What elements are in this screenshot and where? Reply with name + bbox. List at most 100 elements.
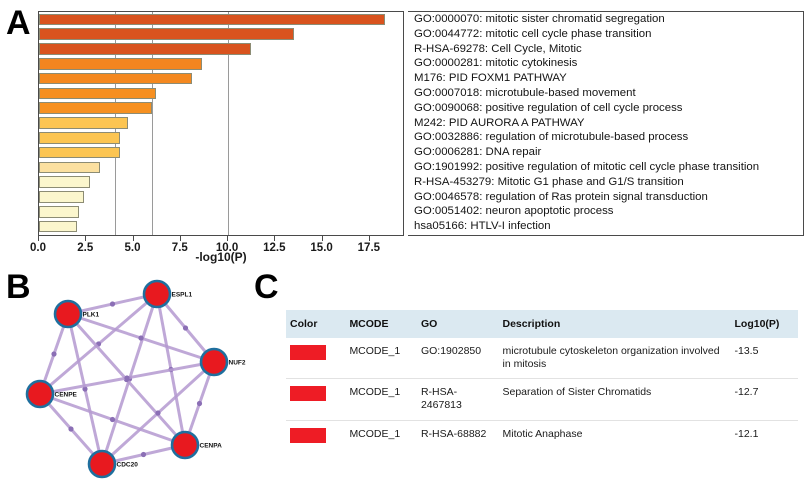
x-axis-tick-label: 2.5 bbox=[77, 242, 94, 254]
bar bbox=[39, 191, 85, 203]
edge-midpoint-marker bbox=[51, 351, 57, 357]
network-node-cenpe[interactable] bbox=[25, 379, 55, 409]
term-label: M242: PID AURORA A PATHWAY bbox=[414, 116, 585, 129]
x-axis-tick bbox=[274, 236, 276, 241]
bar-row bbox=[39, 71, 403, 86]
x-axis-tick bbox=[85, 236, 87, 241]
edge-midpoint-marker bbox=[182, 325, 189, 331]
cell-logp: -12.7 bbox=[730, 378, 798, 420]
edge-midpoint-marker bbox=[109, 416, 116, 423]
cell-color bbox=[286, 338, 345, 379]
bar bbox=[39, 43, 251, 55]
bar bbox=[39, 117, 128, 129]
edge-midpoint-marker bbox=[82, 386, 88, 392]
x-axis-tick bbox=[38, 236, 39, 241]
bar-row bbox=[39, 27, 403, 42]
edge-midpoint-marker bbox=[140, 451, 147, 458]
bar bbox=[39, 102, 153, 114]
cell-go: R-HSA-2467813 bbox=[416, 378, 499, 420]
x-axis-tick-label: 15.0 bbox=[310, 242, 333, 254]
network-edges bbox=[38, 292, 216, 466]
bar bbox=[39, 205, 79, 218]
cell-mcode: MCODE_1 bbox=[345, 419, 417, 450]
grid-line bbox=[152, 12, 154, 235]
network-node-espl1[interactable] bbox=[142, 279, 172, 309]
table-row: MCODE_1 GO:1902850 microtubule cytoskeleto… bbox=[286, 338, 798, 379]
column-header-go: GO bbox=[416, 310, 499, 338]
cell-go: GO:1902850 bbox=[420, 345, 482, 357]
x-axis-tick-label: 12.5 bbox=[263, 242, 286, 254]
mcode-color-swatch bbox=[290, 345, 326, 360]
column-header-logp: Log10(P) bbox=[730, 310, 798, 338]
bar-row bbox=[39, 160, 403, 175]
x-axis-tick-label: 5.0 bbox=[124, 242, 141, 254]
x-axis-tick-label: 10.0 bbox=[215, 242, 239, 254]
cell-logp: -13.5 bbox=[734, 345, 759, 357]
network-node-nuf2[interactable] bbox=[199, 347, 229, 377]
edge-midpoint-marker bbox=[109, 301, 116, 307]
x-axis-tick bbox=[321, 236, 323, 241]
bar bbox=[39, 87, 157, 100]
term-label: GO:0032886: regulation of microtubule-ba… bbox=[414, 131, 689, 144]
network-node-label: CENPA bbox=[200, 443, 223, 450]
panel-a-letter: A bbox=[6, 4, 31, 42]
cell-description: Separation of Sister Chromatids bbox=[498, 378, 731, 420]
network-node-cdc20[interactable] bbox=[87, 449, 117, 479]
bar-row bbox=[39, 12, 403, 27]
network-node-cenpa[interactable] bbox=[170, 430, 200, 460]
network-node-label: PLK1 bbox=[83, 312, 100, 319]
bar bbox=[39, 72, 193, 85]
bar-chart-plot-area bbox=[38, 11, 404, 236]
edge-midpoint-marker bbox=[155, 410, 161, 416]
term-label: GO:0006281: DNA repair bbox=[414, 146, 542, 159]
term-label: R-HSA-69278: Cell Cycle, Mitotic bbox=[414, 42, 582, 55]
term-label: GO:0090068: positive regulation of cell … bbox=[414, 101, 683, 114]
mcode-color-swatch bbox=[290, 427, 326, 443]
cell-color bbox=[286, 419, 346, 450]
bar-row bbox=[39, 101, 403, 116]
term-label-list: GO:0000070: mitotic sister chromatid seg… bbox=[408, 11, 804, 236]
edge-midpoint-marker bbox=[124, 375, 130, 381]
cell-go: R-HSA-68882 bbox=[416, 419, 499, 450]
network-node-plk1[interactable] bbox=[53, 299, 83, 329]
bar bbox=[39, 28, 295, 40]
column-header-description: Description bbox=[498, 310, 731, 338]
x-axis-tick-label: 7.5 bbox=[171, 242, 188, 254]
x-axis-tick bbox=[227, 236, 229, 241]
bar-row bbox=[39, 116, 403, 131]
term-label: M176: PID FOXM1 PATHWAY bbox=[414, 72, 567, 85]
term-label: GO:0007018: microtubule-based movement bbox=[414, 86, 636, 99]
term-label: R-HSA-453279: Mitotic G1 phase and G1/S … bbox=[414, 175, 684, 188]
bar-row bbox=[39, 190, 403, 205]
edge-midpoint-marker bbox=[68, 426, 74, 432]
column-header-color: Color bbox=[286, 310, 346, 338]
bar bbox=[39, 220, 77, 233]
bar-row bbox=[39, 175, 403, 190]
bar-row bbox=[39, 130, 403, 145]
cell-description: microtubule cytoskeleton organization in… bbox=[502, 345, 720, 371]
network-node-label: CDC20 bbox=[117, 462, 139, 469]
column-header-mcode: MCODE bbox=[345, 310, 417, 338]
bar-row bbox=[39, 56, 403, 71]
panel-b-letter: B bbox=[6, 268, 31, 306]
bar bbox=[39, 131, 121, 144]
bar-row bbox=[39, 145, 403, 160]
term-label: GO:0000281: mitotic cytokinesis bbox=[414, 57, 578, 70]
x-axis-tick-label: 0.0 bbox=[30, 242, 46, 254]
bar-row bbox=[39, 219, 403, 234]
cell-color bbox=[286, 378, 346, 420]
cell-mcode: MCODE_1 bbox=[349, 345, 401, 357]
bar bbox=[39, 176, 91, 188]
network-node-label: CENPE bbox=[55, 392, 78, 399]
x-axis-tick bbox=[132, 236, 134, 241]
term-label: GO:0000070: mitotic sister chromatid seg… bbox=[414, 13, 665, 25]
term-label: hsa05166: HTLV-I infection bbox=[414, 220, 551, 233]
x-axis-tick bbox=[179, 236, 181, 241]
table-header-row: Color MCODE GO Description Log10(P) bbox=[286, 310, 798, 338]
